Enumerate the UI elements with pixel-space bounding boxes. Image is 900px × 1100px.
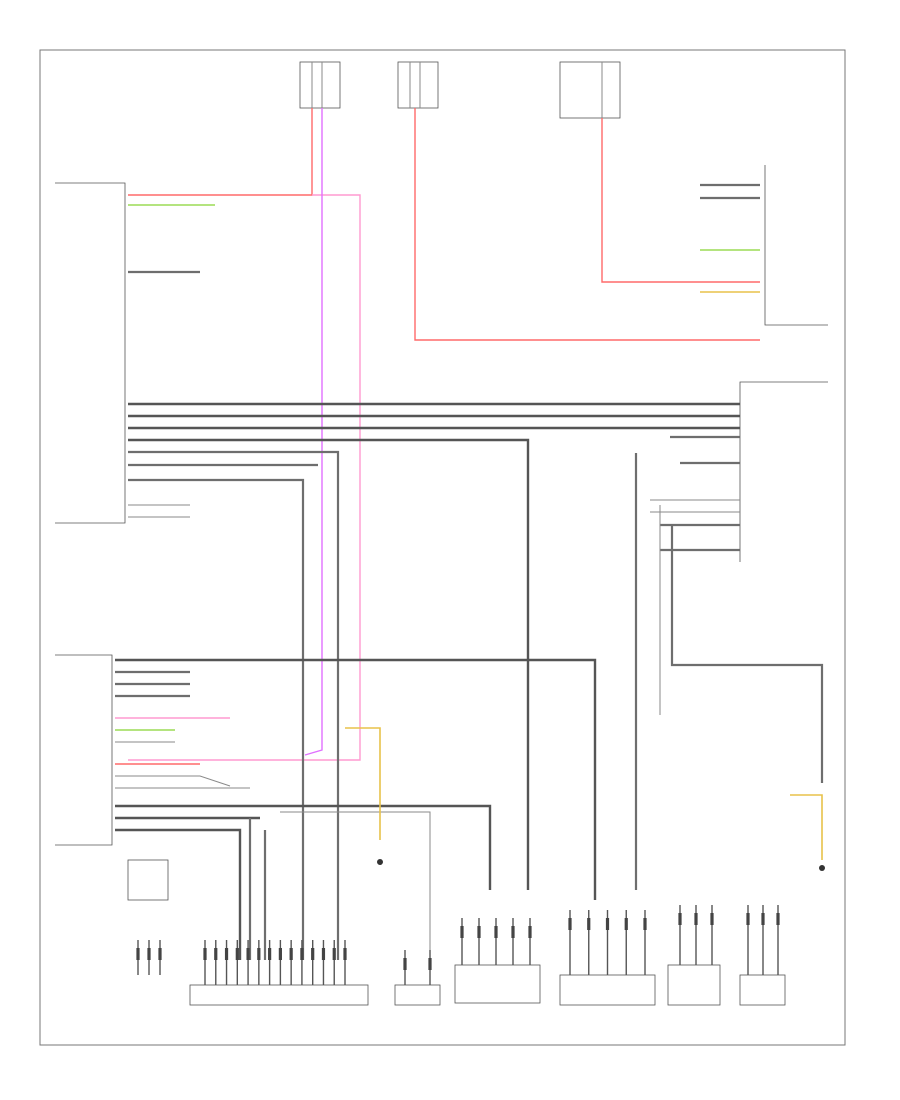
pin-connector <box>158 948 162 960</box>
bottom-unit-3 <box>559 974 656 1006</box>
power-feed-wires <box>128 108 760 761</box>
pin-connector <box>332 948 336 960</box>
pin-connector <box>136 948 140 960</box>
pin-connector <box>776 913 780 925</box>
top-connector-1 <box>299 61 341 109</box>
bottom-unit-2 <box>454 964 541 1004</box>
bottom-unit-6 <box>739 974 786 1006</box>
top-connector-3 <box>559 61 621 119</box>
bottom-unit-4 <box>667 964 721 1006</box>
central-module <box>189 984 369 1006</box>
pin-connector <box>477 926 481 938</box>
pin-connector <box>289 948 293 960</box>
pin-connector <box>224 948 229 960</box>
pin-connector <box>246 948 250 960</box>
pin-connector <box>203 948 207 960</box>
top-connector-2 <box>397 61 439 109</box>
connector-pins <box>136 905 780 985</box>
pin-connector <box>428 958 432 970</box>
pin-connector <box>278 948 282 960</box>
diagram-frame <box>39 49 846 1046</box>
bottom-unit-5 <box>394 984 441 1006</box>
bottom-left-switch <box>127 859 169 901</box>
ground-symbol <box>790 794 825 871</box>
pin-connector <box>311 948 315 960</box>
pin-connector <box>710 913 714 925</box>
pin-connector <box>746 913 750 925</box>
pin-connector <box>694 913 698 925</box>
right-middle-module <box>739 381 828 562</box>
splice-point <box>377 859 383 865</box>
pin-connector <box>624 918 628 930</box>
pin-connector <box>528 926 532 938</box>
pin-connector <box>147 948 151 960</box>
pin-connector <box>214 948 218 960</box>
pin-connector <box>321 948 326 960</box>
lower-module-wires <box>115 658 597 960</box>
pin-connector <box>643 918 647 930</box>
pin-connector <box>511 926 515 938</box>
pin-connector <box>257 948 261 960</box>
upper-module <box>55 182 126 524</box>
pin-connector <box>343 948 347 960</box>
pin-connector <box>460 926 464 938</box>
pin-connector <box>300 948 304 960</box>
pin-connector <box>235 948 239 960</box>
pin-connector <box>761 913 765 925</box>
lower-module <box>55 654 113 846</box>
pin-connector <box>568 918 572 930</box>
pin-connector <box>268 948 272 960</box>
right-upper-module <box>764 165 828 326</box>
pin-connector <box>494 926 498 938</box>
pin-connector <box>605 918 610 930</box>
pin-connector <box>678 913 682 925</box>
pin-connector <box>403 958 407 970</box>
pin-connector <box>587 918 591 930</box>
bus-wires <box>128 402 824 960</box>
